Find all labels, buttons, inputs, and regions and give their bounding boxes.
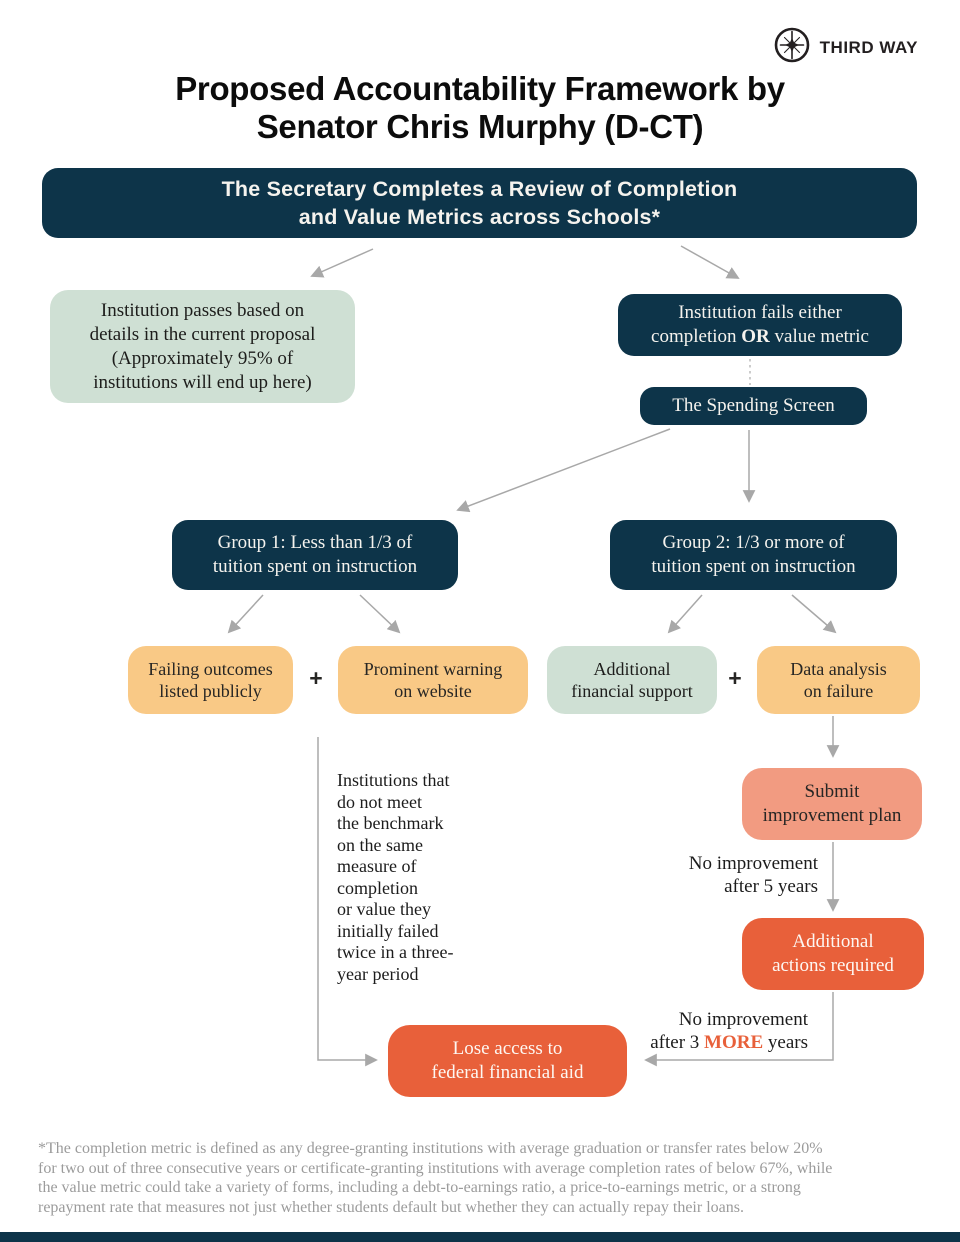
spending-screen-label: The Spending Screen (672, 395, 835, 416)
arrow-group1-to-warning (359, 594, 401, 634)
footnote: *The completion metric is defined as any… (38, 1140, 833, 1216)
no-improvement-3-line1: No improvement (678, 1009, 808, 1030)
group1-label: Group 1: Less than 1/3 of tuition spent … (212, 532, 418, 577)
fail-box-line1: Institution fails either (678, 302, 842, 323)
pass-box-label: Institution passes based on details in t… (89, 299, 316, 393)
prominent-warning-label: Prominent warning on website (363, 659, 503, 701)
group1-box: Group 1: Less than 1/3 of tuition spent … (172, 520, 458, 590)
prominent-warning-box: Prominent warning on website (338, 646, 528, 714)
benchmark-note: Institutions that do not meet the benchm… (337, 770, 454, 984)
arrow-group1-to-failing (227, 594, 264, 634)
data-analysis-box: Data analysis on failure (757, 646, 920, 714)
submit-plan-label: Submit improvement plan (762, 781, 902, 826)
lose-access-label: Lose access to federal financial aid (431, 1038, 584, 1083)
additional-actions-label: Additional actions required (772, 931, 894, 976)
brand-lockup: THIRD WAY (773, 26, 918, 69)
pass-box: Institution passes based on details in t… (50, 290, 355, 403)
arrow-group2-to-support (667, 594, 703, 634)
spending-screen-box: The Spending Screen (640, 387, 867, 425)
arrow-spending-to-group1 (456, 428, 671, 513)
failing-outcomes-box: Failing outcomes listed publicly (128, 646, 293, 714)
plus-sign-group1: + (309, 665, 323, 691)
compass-star-icon (773, 26, 811, 69)
review-box-label: The Secretary Completes a Review of Comp… (221, 177, 738, 229)
group2-box: Group 2: 1/3 or more of tuition spent on… (610, 520, 897, 590)
no-improvement-3-label: No improvement after 3 MORE years (600, 1008, 808, 1054)
page-title-line2: Senator Chris Murphy (D-CT) (256, 108, 704, 145)
no-improvement-5-label: No improvement after 5 years (688, 853, 818, 897)
data-analysis-label: Data analysis on failure (790, 659, 887, 701)
arrow-group2-to-analysis (791, 594, 837, 634)
review-box: The Secretary Completes a Review of Comp… (42, 168, 917, 238)
lose-access-box: Lose access to federal financial aid (388, 1025, 627, 1097)
fail-box-line2: completion OR value metric (651, 326, 869, 347)
group2-label: Group 2: 1/3 or more of tuition spent on… (651, 532, 856, 577)
page-title-line1: Proposed Accountability Framework by (175, 70, 785, 107)
no-improvement-3-line2: after 3 MORE years (650, 1032, 808, 1053)
page-title: Proposed Accountability Framework by Sen… (0, 70, 960, 146)
submit-plan-box: Submit improvement plan (742, 768, 922, 840)
plus-sign-group2: + (728, 665, 742, 691)
additional-actions-box: Additional actions required (742, 918, 924, 990)
arrow-review-to-fail (680, 245, 740, 279)
brand-name: THIRD WAY (819, 37, 918, 57)
fail-box: Institution fails either completion OR v… (618, 294, 902, 356)
financial-support-label: Additional financial support (571, 659, 693, 701)
bottom-accent-bar (0, 1232, 960, 1242)
failing-outcomes-label: Failing outcomes listed publicly (148, 659, 273, 701)
arrow-review-to-pass (310, 248, 374, 278)
financial-support-box: Additional financial support (547, 646, 717, 714)
